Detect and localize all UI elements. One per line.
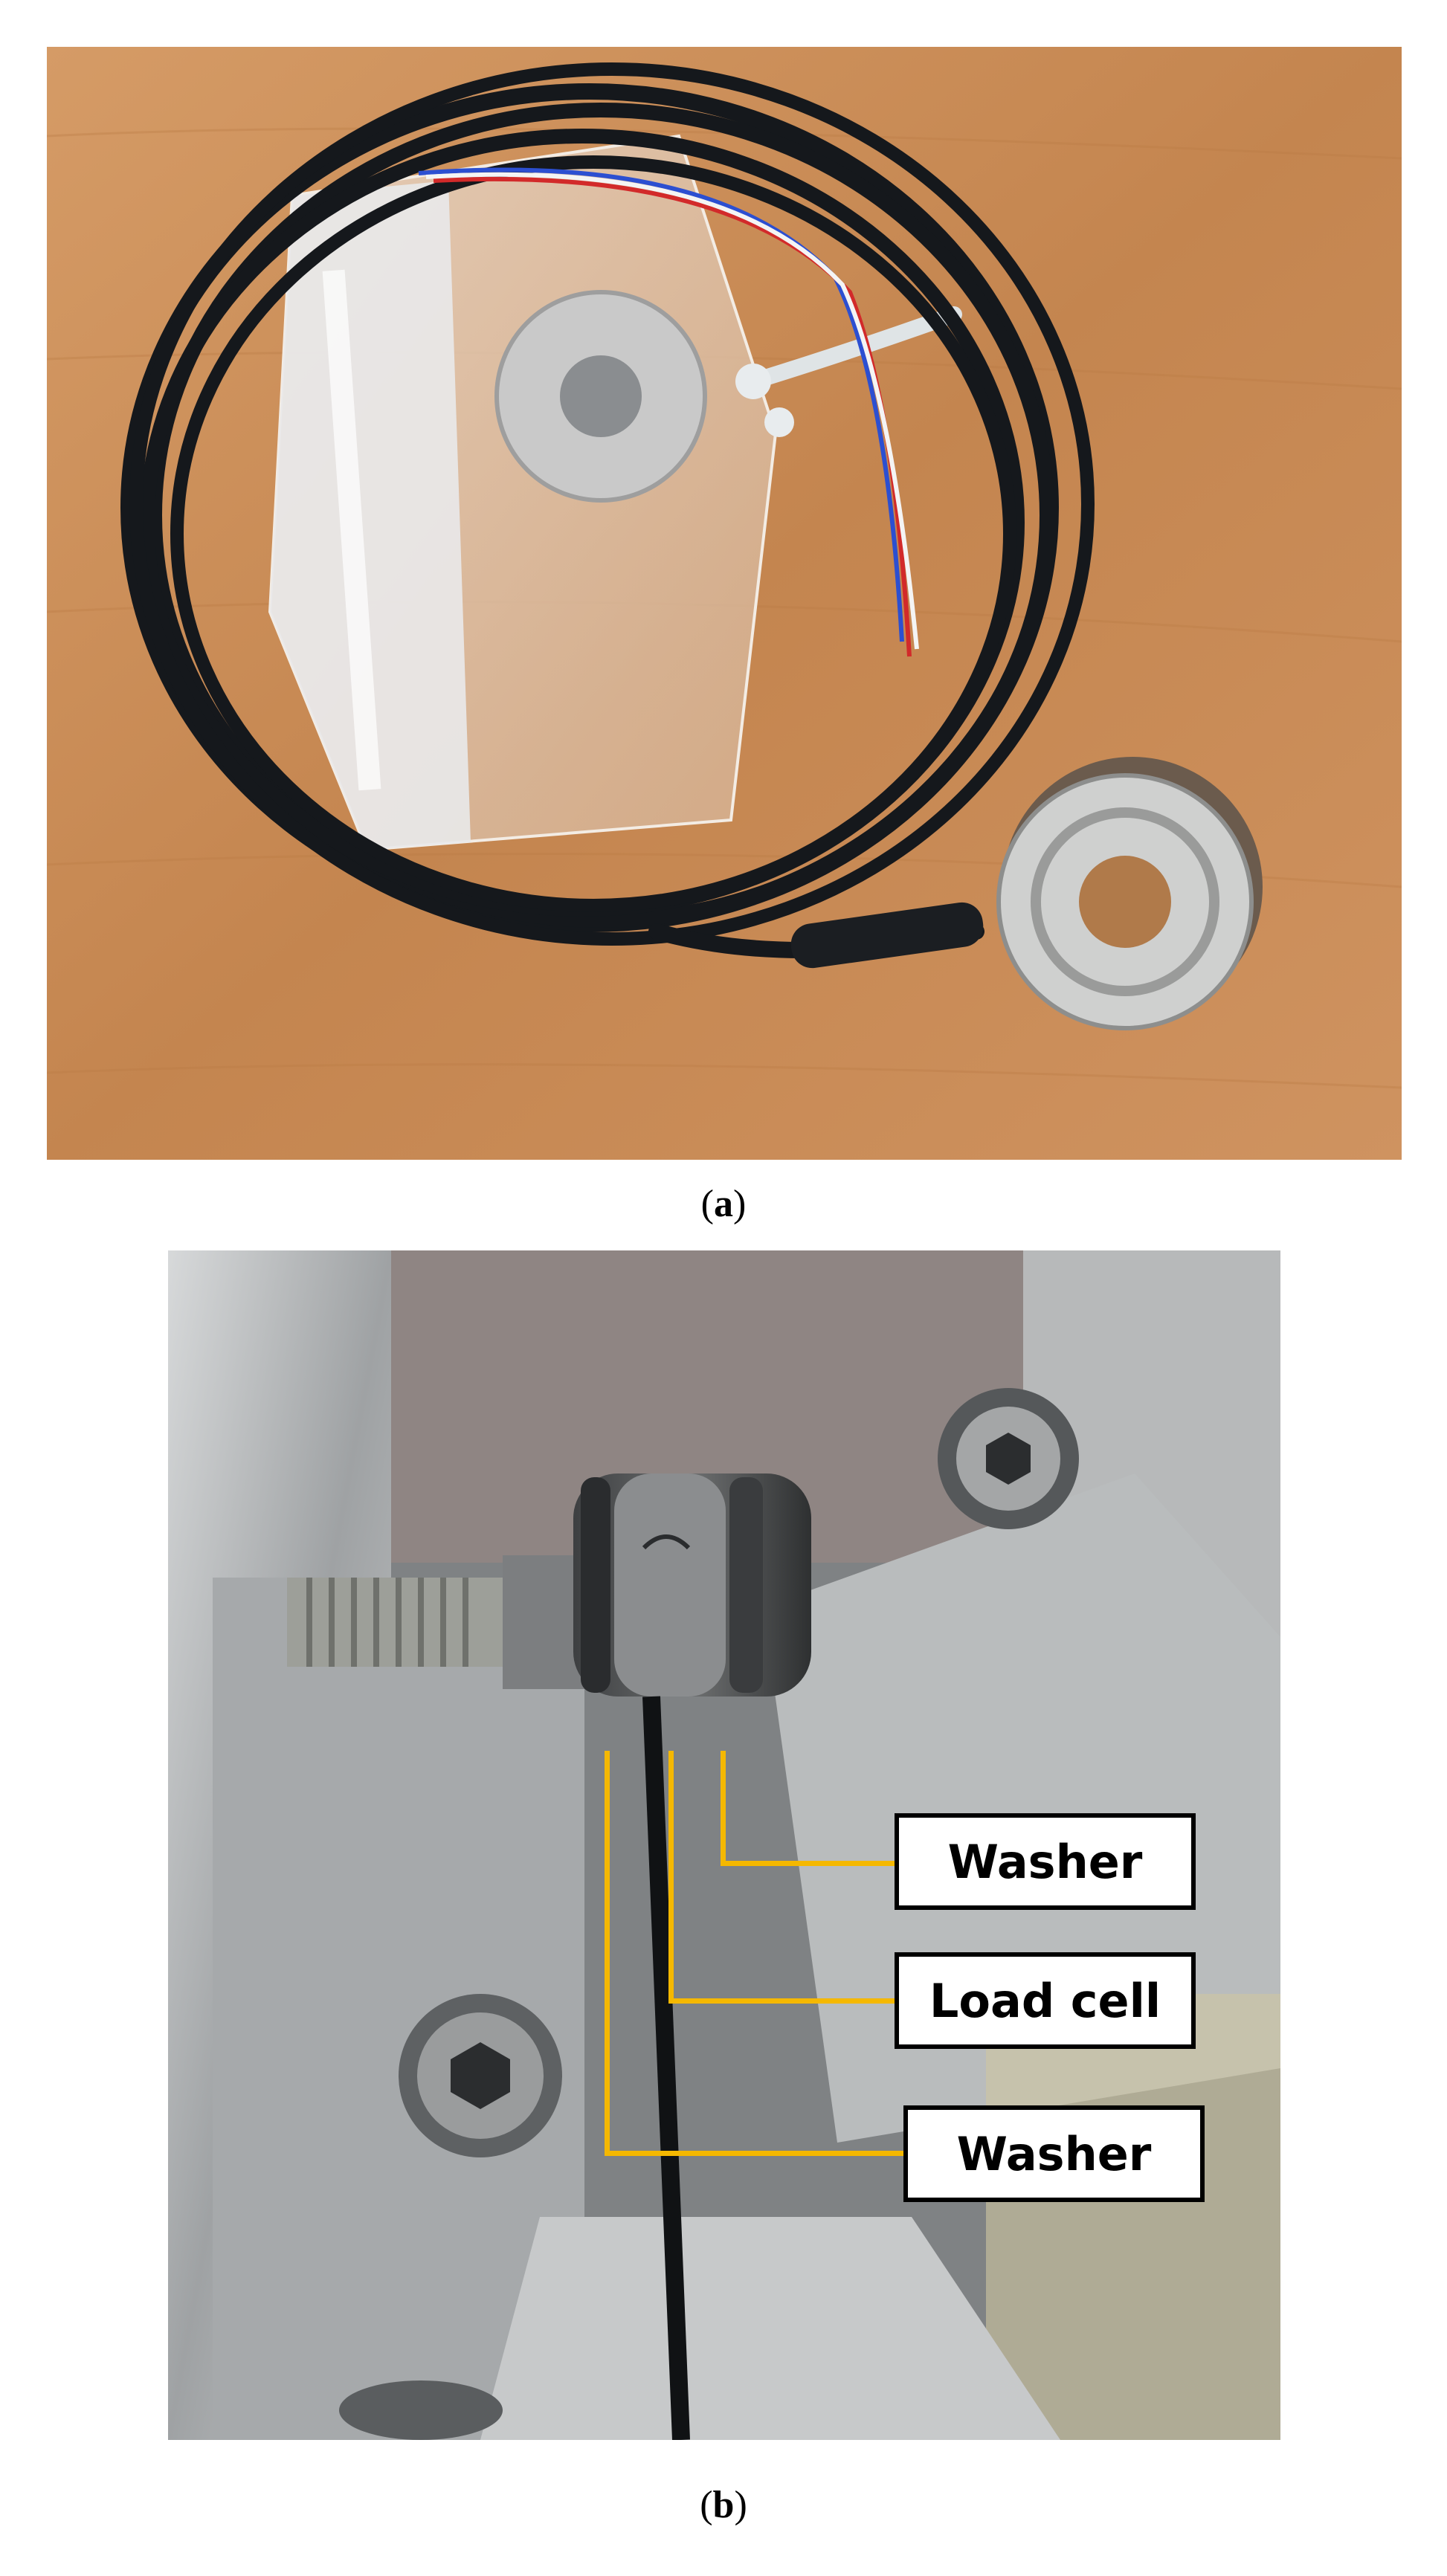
- caption-panel-a: (a): [0, 1182, 1447, 1226]
- caption-b-close: ): [734, 2484, 747, 2526]
- caption-b-letter: b: [712, 2484, 735, 2526]
- leader-load-cell-vertical: [668, 1751, 674, 2004]
- leader-washer-top-vertical: [721, 1751, 726, 1866]
- leader-washer-bottom-horizontal: [605, 2151, 906, 2156]
- load-cell-assembly: [573, 1473, 811, 1697]
- load-cell-cable: [642, 1696, 690, 2440]
- callout-load-cell: Load cell: [895, 1952, 1196, 2049]
- load-cell-body: [614, 1473, 726, 1697]
- caption-a-close: ): [733, 1183, 747, 1225]
- hex-bolt-bottom: [339, 2380, 503, 2440]
- caption-b-open: (: [700, 2484, 713, 2526]
- leader-load-cell-horizontal: [668, 1998, 897, 2004]
- callout-washer-bottom: Washer: [903, 2105, 1205, 2202]
- caption-panel-b: (b): [0, 2483, 1447, 2527]
- leader-washer-bottom-vertical: [605, 1751, 610, 2156]
- washer-in-bag: [494, 290, 707, 503]
- load-cell-sensor: [790, 757, 1263, 1030]
- signal-wires: [418, 167, 919, 657]
- washer-left: [581, 1477, 610, 1693]
- callout-washer-top: Washer: [895, 1813, 1196, 1910]
- plastic-bag: [268, 134, 778, 852]
- caption-a-letter: a: [714, 1183, 733, 1225]
- photo-load-cell-with-cable: [47, 47, 1402, 1160]
- hex-bolt-right: [938, 1388, 1079, 1529]
- cable-tie: [735, 306, 962, 437]
- washer-right: [729, 1477, 763, 1693]
- leader-washer-top-horizontal: [721, 1861, 897, 1866]
- hex-bolt-left: [399, 1994, 562, 2157]
- photo-a-illustration: [47, 47, 1402, 1160]
- caption-a-open: (: [700, 1183, 714, 1225]
